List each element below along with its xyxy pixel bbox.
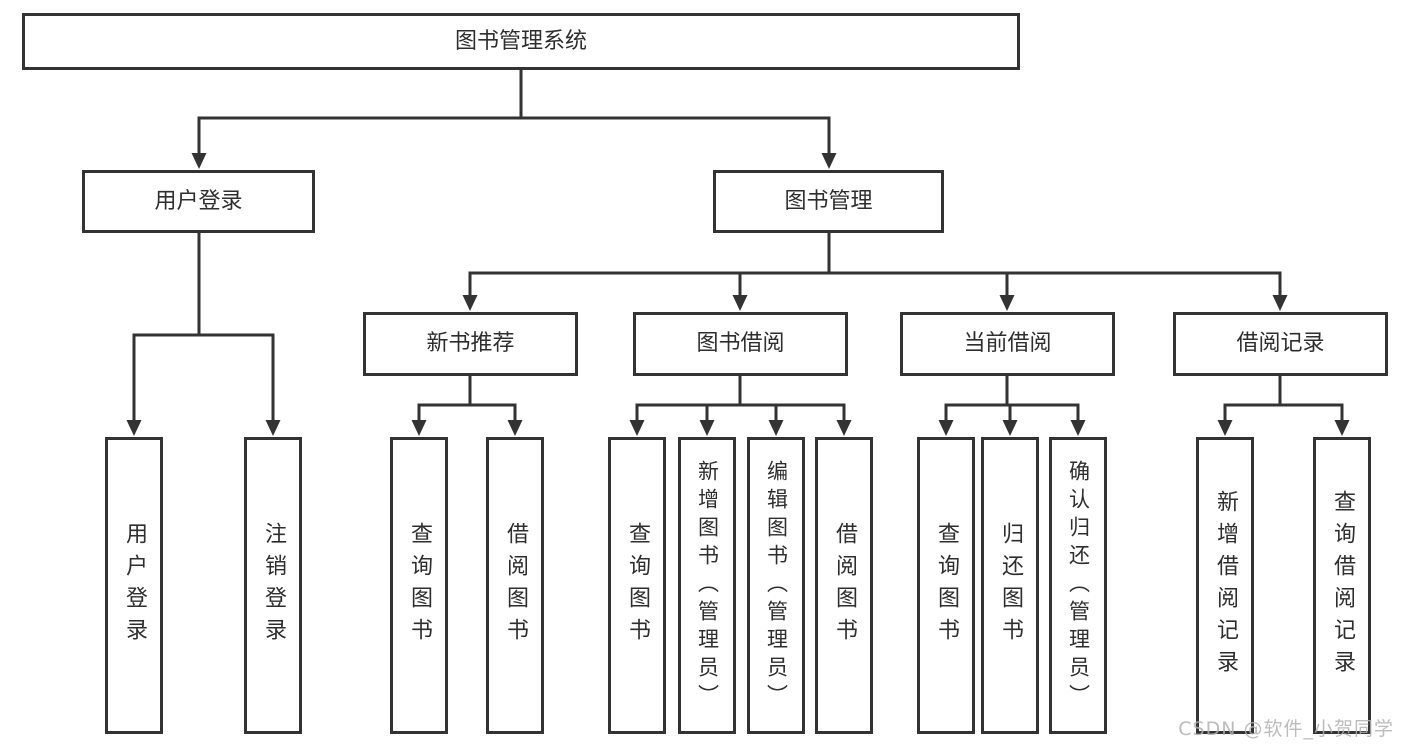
watermark: CSDN @软件_小贺同学 [1178, 718, 1394, 740]
leaf-add-book-admin: 新增图书（管理员） [678, 437, 736, 734]
node-new-book-recommendation: 新书推荐 [363, 312, 578, 376]
node-user-login: 用户登录 [82, 170, 315, 233]
leaf-query-books-borrowing: 查询图书 [608, 437, 666, 734]
leaf-query-books-recommend: 查询图书 [390, 437, 448, 734]
leaf-add-borrow-record: 新增借阅记录 [1196, 437, 1254, 734]
leaf-query-borrow-record: 查询借阅记录 [1313, 437, 1371, 734]
leaf-edit-book-admin: 编辑图书（管理员） [747, 437, 805, 734]
node-current-borrowing: 当前借阅 [900, 312, 1115, 376]
node-library-management-system: 图书管理系统 [22, 13, 1020, 70]
leaf-return-book: 归还图书 [981, 437, 1039, 734]
leaf-query-books-current: 查询图书 [917, 437, 975, 734]
node-borrowing-records: 借阅记录 [1173, 312, 1388, 376]
node-book-management: 图书管理 [713, 170, 944, 233]
leaf-logout: 注销登录 [244, 437, 302, 734]
leaf-confirm-return-admin: 确认归还（管理员） [1049, 437, 1107, 734]
arrowheads [126, 153, 1350, 436]
leaf-user-login: 用户登录 [105, 437, 163, 734]
leaf-borrow-books-recommend: 借阅图书 [486, 437, 544, 734]
leaf-borrow-books-borrowing: 借阅图书 [815, 437, 873, 734]
node-book-borrowing: 图书借阅 [633, 312, 848, 376]
